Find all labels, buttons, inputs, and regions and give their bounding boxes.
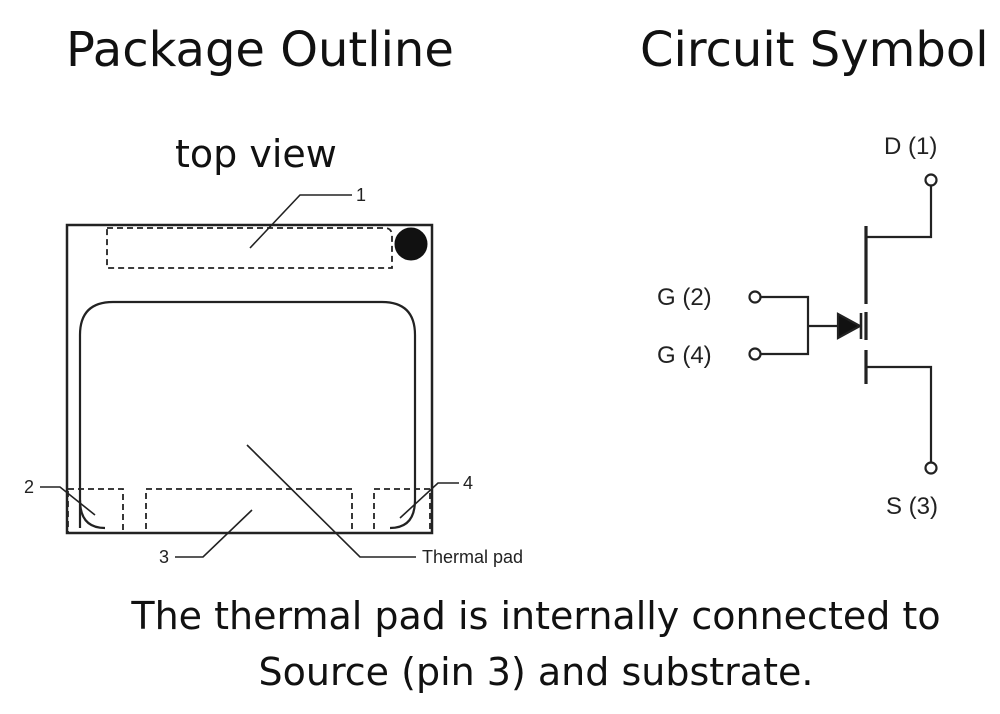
note-line-1: The thermal pad is internally connected … [131,594,941,638]
note-line-2: Source (pin 3) and substrate. [258,650,814,694]
drain-label: D (1) [884,133,937,160]
package-outline [40,194,459,558]
pin1-leader [249,194,352,249]
package-body [65,223,434,535]
pin4-label: 4 [463,473,473,493]
source-terminal [924,461,938,475]
pin2-label: 2 [24,477,34,497]
circuit-symbol [748,173,938,475]
source-wire [866,365,933,462]
pin3-leader [175,509,253,558]
pin1-label: 1 [356,185,366,205]
thermal-pad-label: Thermal pad [422,547,523,567]
gate2-terminal [748,290,762,304]
gate4-terminal [748,347,762,361]
pin2-leader [40,486,96,516]
gate-diode-icon [836,312,863,340]
pin1-marker-dot [394,227,428,261]
source-label: S (3) [886,493,938,520]
pin4-leader [399,482,459,519]
package-labels: 1 2 3 4 Thermal pad [24,185,523,567]
drain-terminal [924,173,938,187]
pin2-pad [67,488,124,534]
package-outline-title: Package Outline [66,22,454,78]
pin3-pad [145,488,353,534]
gate4-label: G (4) [657,342,712,369]
thermal-pad-leader [246,444,416,558]
thermal-pad-inner-left [78,499,106,530]
pin1-pad [106,227,393,269]
pin3-label: 3 [159,547,169,567]
drain-wire [866,186,933,239]
top-view-label: top view [175,132,337,176]
circuit-labels: D (1) G (2) G (4) S (3) [657,133,938,520]
gate-wire [761,295,838,356]
thermal-pad-outline [78,300,417,530]
circuit-symbol-title: Circuit Symbol [640,22,989,78]
gate2-label: G (2) [657,284,712,311]
